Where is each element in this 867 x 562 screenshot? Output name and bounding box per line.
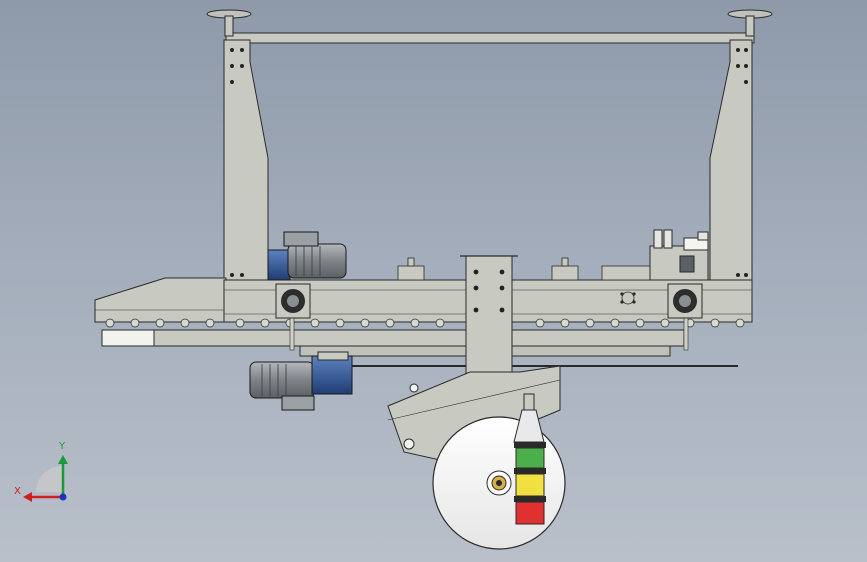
leveling-foot-left xyxy=(206,9,252,37)
beam-mounts xyxy=(397,257,653,281)
left-side-frame xyxy=(223,39,269,286)
right-side-frame xyxy=(709,39,753,286)
beacon-red xyxy=(515,501,545,525)
triad-y-label: Y xyxy=(59,441,66,452)
bearing-block-right xyxy=(667,283,703,319)
upper-motor xyxy=(267,231,347,281)
pneumatic-valves xyxy=(649,229,709,281)
leveling-foot-right xyxy=(727,9,773,37)
beam-hole-pattern xyxy=(620,291,636,305)
beacon-green xyxy=(515,447,545,469)
signal-beacon xyxy=(513,393,546,525)
bearing-block-left xyxy=(275,283,311,319)
coordinate-triad-icon xyxy=(23,455,68,502)
beacon-yellow xyxy=(515,473,545,497)
rotating-disc xyxy=(432,416,566,550)
lower-motor xyxy=(249,351,353,411)
top-crossbar xyxy=(206,9,773,44)
pivot-arm xyxy=(387,365,561,461)
triad-x-label: X xyxy=(14,486,21,497)
infeed-table xyxy=(94,277,227,323)
